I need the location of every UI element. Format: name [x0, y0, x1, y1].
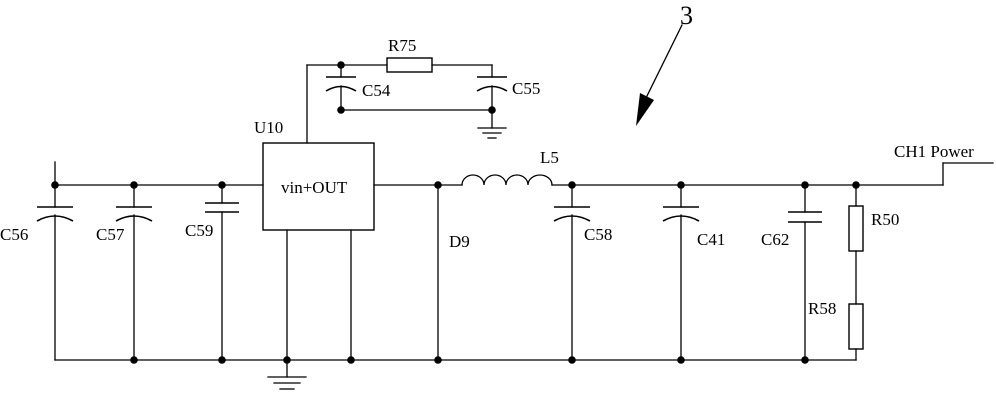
capacitor-c57 [115, 184, 153, 361]
label-r50: R50 [871, 210, 899, 229]
label-u10: U10 [254, 118, 283, 137]
resistor-r75 [386, 57, 433, 73]
regulator-u10 [262, 142, 375, 361]
label-c62: C62 [761, 230, 789, 249]
label-c41: C41 [697, 230, 725, 249]
resistor-divider [848, 184, 864, 361]
inductor-l5 [461, 174, 553, 186]
label-r75: R75 [388, 36, 416, 55]
label-r58: R58 [808, 299, 836, 318]
output-rail [373, 162, 994, 186]
junction-dots [51, 61, 860, 364]
input-rail [54, 161, 264, 186]
label-c56: C56 [0, 225, 28, 244]
label-u10-text: vin+OUT [281, 178, 348, 197]
capacitor-c41 [662, 184, 700, 361]
capacitor-c59 [205, 184, 239, 361]
feedback-network [306, 57, 508, 144]
label-c57: C57 [96, 225, 125, 244]
callout-number: 3 [680, 1, 693, 30]
capacitor-c62 [788, 184, 822, 361]
label-d9: D9 [449, 232, 470, 251]
resistor-r58 [848, 303, 864, 350]
label-output: CH1 Power [894, 142, 974, 161]
resistor-r50 [848, 205, 864, 252]
capacitor-c56 [36, 184, 74, 361]
callout-arrow [636, 24, 683, 126]
capacitor-c58 [553, 184, 591, 361]
ground-rail [54, 359, 857, 390]
label-l5: L5 [540, 148, 559, 167]
ground-symbol-feedback [477, 127, 507, 139]
label-c54: C54 [362, 81, 391, 100]
label-c55: C55 [512, 79, 540, 98]
label-c58: C58 [584, 225, 612, 244]
label-c59: C59 [185, 221, 213, 240]
